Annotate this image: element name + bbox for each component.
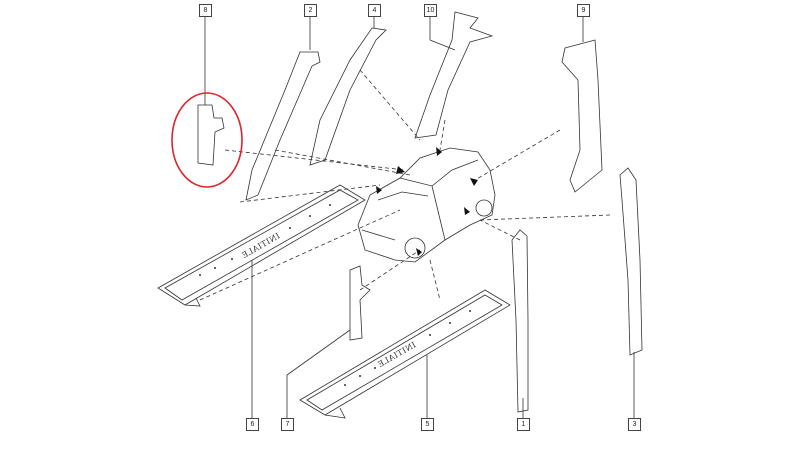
- part-4-pillar-trim: [309, 27, 387, 166]
- callout-1[interactable]: 1: [517, 418, 530, 431]
- sill-screw-dots: [199, 204, 471, 386]
- part-3-rear-pillar-trim: [619, 167, 643, 356]
- car-outline: [357, 147, 496, 263]
- dashed-connectors: [199, 69, 611, 301]
- part-2-a-pillar-trim: [245, 51, 321, 201]
- arrow-marks: [376, 147, 478, 256]
- sill-logo-rear: INITIALE: [376, 340, 418, 369]
- highlight-circle: [171, 92, 243, 188]
- callout-9[interactable]: 9: [577, 4, 590, 17]
- callout-8[interactable]: 8: [199, 4, 212, 17]
- callout-2[interactable]: 2: [304, 4, 317, 17]
- callout-3[interactable]: 3: [628, 418, 641, 431]
- callout-5[interactable]: 5: [421, 418, 434, 431]
- part-10-b-pillar-trim: [414, 11, 494, 139]
- part-7-pillar-lower-trim: [349, 265, 371, 341]
- part-5-door-sill: [299, 289, 511, 419]
- callout-6[interactable]: 6: [246, 418, 259, 431]
- leader-lines: [204, 16, 635, 418]
- sill-logo-front: INITIALE: [240, 231, 282, 260]
- part-6-door-sill: [157, 184, 366, 307]
- part-8-pillar-trim: [197, 104, 225, 166]
- part-1-b-pillar-lower-trim: [511, 229, 529, 413]
- callout-4[interactable]: 4: [368, 4, 381, 17]
- callout-7[interactable]: 7: [281, 418, 294, 431]
- part-9-c-pillar-trim: [561, 39, 603, 193]
- callout-10[interactable]: 10: [424, 4, 437, 17]
